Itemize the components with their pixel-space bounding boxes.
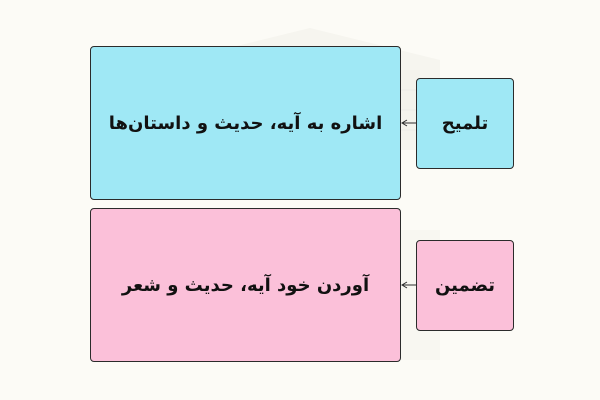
arrow-1-head — [401, 119, 408, 127]
arrow-2-head — [401, 281, 408, 289]
definition-label: اشاره به آیه، حدیث و داستان‌ها — [108, 112, 383, 134]
term-box-tazmin: تضمین — [416, 240, 514, 331]
term-box-talmih: تلمیح — [416, 78, 514, 169]
term-label: تضمین — [434, 275, 496, 296]
definition-label: آوردن خود آیه، حدیث و شعر — [121, 274, 370, 296]
definition-box-talmih: اشاره به آیه، حدیث و داستان‌ها — [90, 46, 401, 200]
term-label: تلمیح — [441, 113, 489, 134]
definition-box-tazmin: آوردن خود آیه، حدیث و شعر — [90, 208, 401, 362]
